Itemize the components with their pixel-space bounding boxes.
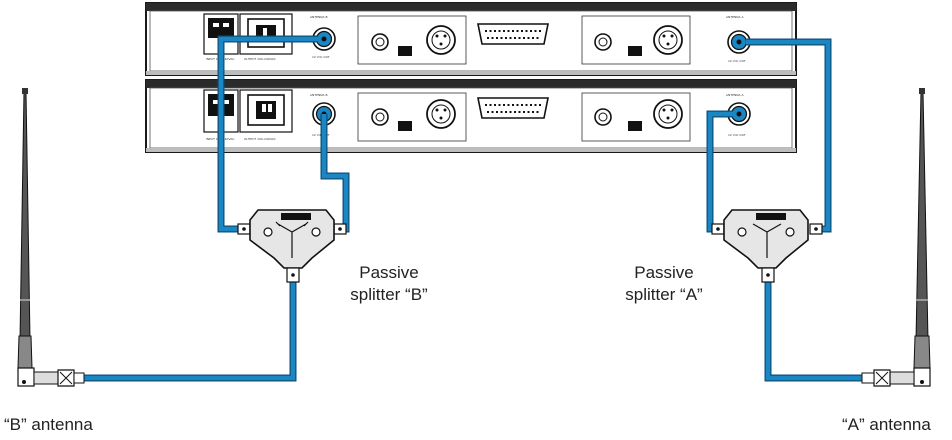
bnc-connector-icon: ANTENNA A 12 Vdc OUT [726,15,751,63]
splitter-b-label: Passive splitter “B” [340,262,438,306]
svg-text:ANTENNA A: ANTENNA A [726,93,745,97]
db25-connector [477,23,549,45]
whip-antenna-icon [17,88,85,387]
splitter-b-label-line1: Passive [359,263,419,282]
bnc-connector-icon: ANTENNA A 12 Vdc OUT [726,93,751,137]
splitter-b-label-line2: splitter “B” [350,285,428,304]
svg-text:ANTENNA B: ANTENNA B [310,15,328,19]
passive-splitter-icon [711,209,823,283]
whip-antenna-icon [861,88,931,387]
power-inlet: INPUT 100-240VAC OUTPUT 100-240VAC [203,89,293,141]
splitter-a-label-line2: splitter “A” [625,285,703,304]
antenna-b-label: “B” antenna [4,415,93,434]
xlr-output-group-2 [581,92,691,142]
svg-text:ANTENNA A: ANTENNA A [726,15,745,19]
antenna-a-label: “A” antenna [842,415,931,434]
passive-splitter-icon [237,209,347,283]
cable-a-antenna [764,280,862,382]
receiver-bottom: INPUT 100-240VAC OUTPUT 100-240VAC ANTEN… [145,79,797,153]
svg-text:12 Vdc OUT: 12 Vdc OUT [728,133,746,137]
svg-text:OUTPUT 100-240VAC: OUTPUT 100-240VAC [244,57,276,61]
splitter-a-label: Passive splitter “A” [614,262,714,306]
svg-text:OUTPUT 100-240VAC: OUTPUT 100-240VAC [244,137,276,141]
db25-connector [477,97,549,119]
cable-b-antenna [82,280,297,382]
splitter-a-label-line1: Passive [634,263,694,282]
cables [82,35,862,382]
svg-text:12 Vdc OUT: 12 Vdc OUT [728,59,746,63]
svg-text:ANTENNA B: ANTENNA B [310,93,328,97]
xlr-output-group-2 [581,15,691,65]
xlr-output-group-1 [357,92,467,142]
xlr-output-group-1 [357,15,467,65]
svg-text:12 Vdc OUT: 12 Vdc OUT [312,55,330,59]
